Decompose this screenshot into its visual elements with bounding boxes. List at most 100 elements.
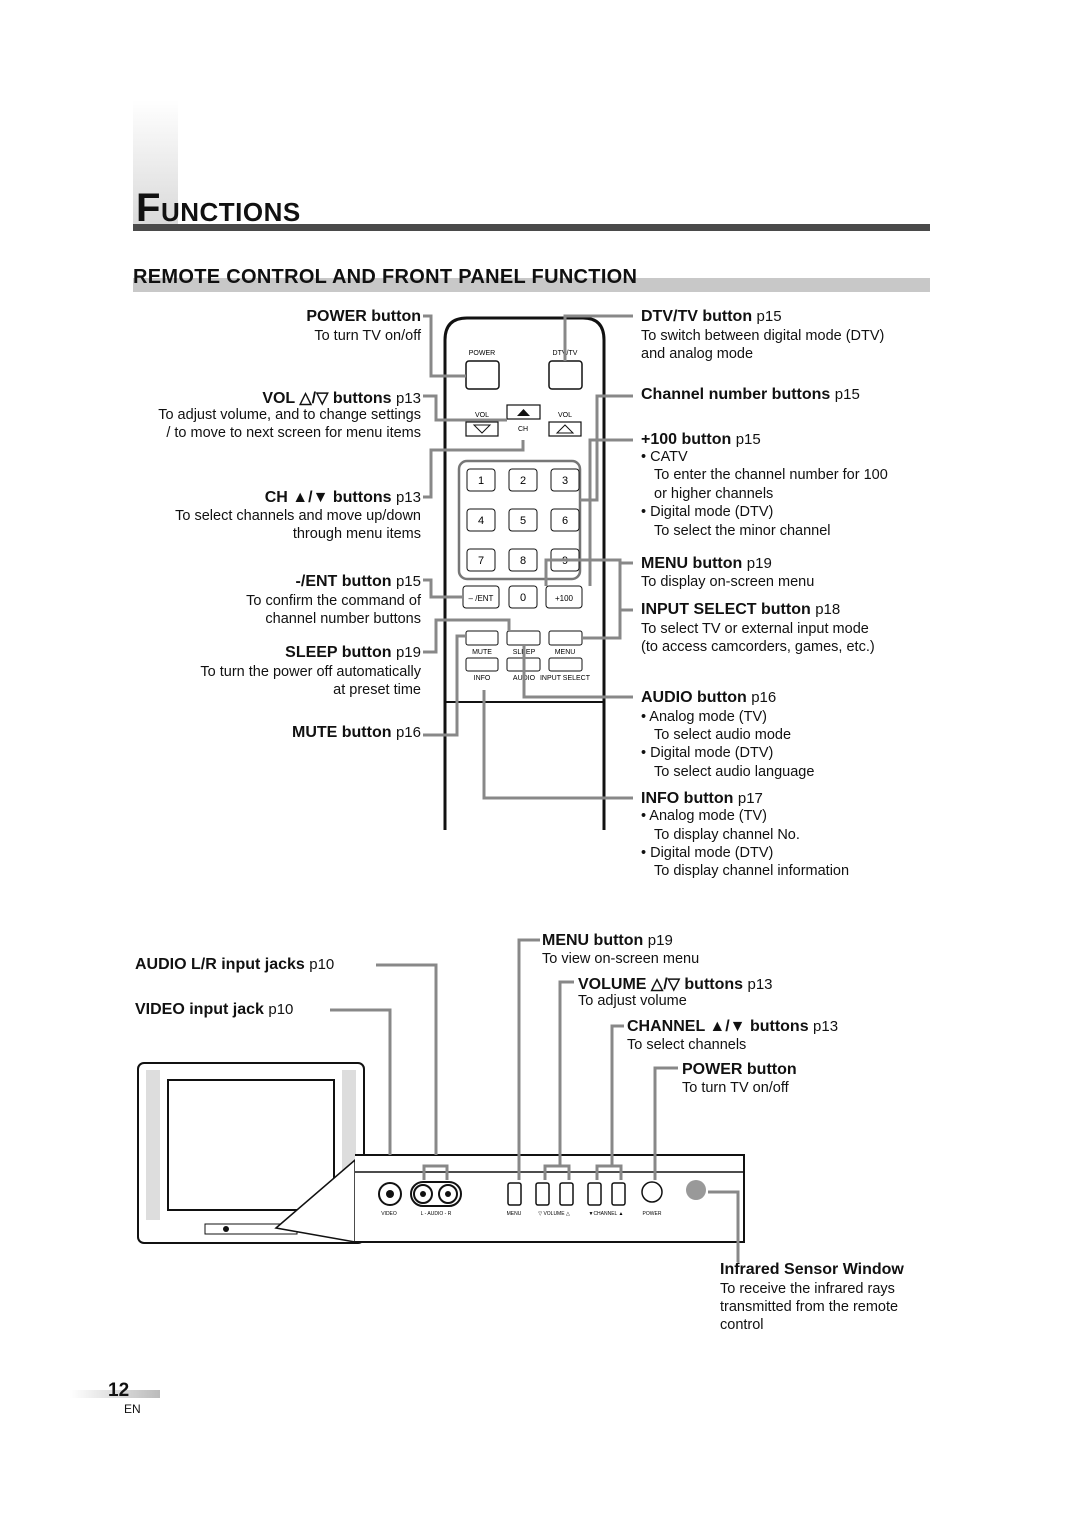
panel-power-desc: To turn TV on/off	[682, 1080, 789, 1096]
key-7: 7	[478, 555, 484, 567]
sleep-label: SLEEP button p19	[285, 644, 421, 661]
panel-vol-down-button	[535, 1182, 550, 1206]
ch-desc-1: To select channels and move up/down	[175, 508, 421, 524]
header-rule	[133, 224, 930, 231]
power-label: POWER button	[306, 308, 421, 325]
strip-audio-text: L - AUDIO - R	[421, 1211, 452, 1217]
panel-power-label: POWER button	[682, 1061, 797, 1078]
panel-power-button	[641, 1181, 663, 1203]
panel-menu-desc: To view on-screen menu	[542, 951, 700, 967]
panel-menu-button	[507, 1182, 522, 1206]
menu-label: MENU button p19	[641, 555, 772, 572]
page-title: FUNCTIONS	[136, 186, 301, 230]
audio-b2: • Digital mode (DTV)	[641, 745, 774, 761]
strip-power-text: POWER	[643, 1211, 662, 1217]
key-3: 3	[562, 475, 568, 487]
plus100-b2: • Digital mode (DTV)	[641, 504, 774, 520]
strip-volume-text: ▽ VOLUME △	[538, 1211, 570, 1217]
ent-label: -/ENT button p15	[295, 573, 421, 590]
key-0: 0	[520, 592, 526, 604]
panel-channel-label: CHANNEL ▲/▼ buttons p13	[627, 1018, 839, 1035]
ch-up-icon	[517, 409, 530, 416]
input-desc-1: To select TV or external input mode	[641, 621, 869, 637]
strip-channel-text: ▼CHANNEL ▲	[589, 1211, 624, 1217]
plus100-b2a: To select the minor channel	[654, 523, 831, 539]
ent-desc-2: channel number buttons	[265, 611, 421, 627]
key-2: 2	[520, 475, 526, 487]
chnum-label: Channel number buttons p15	[641, 386, 860, 403]
vol-desc-1: To adjust volume, and to change settings	[158, 407, 421, 423]
info-b1: • Analog mode (TV)	[641, 808, 767, 824]
dtvtv-desc-1: To switch between digital mode (DTV)	[641, 328, 885, 344]
tv-screen	[167, 1079, 335, 1211]
mute-label: MUTE button p16	[291, 724, 421, 741]
panel-vol-up-button	[559, 1182, 574, 1206]
menu-desc: To display on-screen menu	[641, 574, 815, 590]
ch-desc-2: through menu items	[292, 526, 421, 542]
plus100-b1a: To enter the channel number for 100	[654, 467, 888, 483]
page-language: EN	[124, 1402, 141, 1416]
panel-ch-up-button	[611, 1182, 626, 1206]
section-title: REMOTE CONTROL AND FRONT PANEL FUNCTION	[133, 266, 638, 288]
remote-menu-text: MENU	[555, 649, 576, 656]
remote-ch-text: CH	[518, 426, 528, 433]
header-shade	[133, 100, 178, 230]
remote-info-button	[465, 657, 499, 672]
audio-label: AUDIO button p16	[641, 689, 777, 706]
infrared-label: Infrared Sensor Window	[720, 1261, 904, 1278]
remote-vol-left-text: VOL	[475, 412, 489, 419]
sleep-desc-2: at preset time	[333, 682, 421, 698]
infrared-sensor	[686, 1180, 706, 1200]
ch-label: CH ▲/▼ buttons p13	[264, 489, 421, 506]
dtvtv-desc-2: and analog mode	[641, 346, 754, 362]
vol-desc-2: / to move to next screen for menu items	[166, 425, 421, 441]
sleep-desc-1: To turn the power off automatically	[200, 664, 421, 680]
strip-menu-text: MENU	[507, 1211, 522, 1217]
vol-up-icon	[555, 424, 575, 434]
key-6: 6	[562, 515, 568, 527]
audio-b2a: To select audio language	[654, 764, 815, 780]
panel-volume-label: VOLUME △/▽ buttons p13	[578, 976, 773, 993]
key-ent: – /ENT	[469, 594, 494, 603]
panel-volume-desc: To adjust volume	[578, 993, 687, 1009]
infrared-desc-2: transmitted from the remote	[720, 1299, 899, 1315]
tv-speaker-left	[146, 1070, 160, 1220]
key-8: 8	[520, 555, 526, 567]
plus100-label: +100 button p15	[641, 431, 761, 448]
audio-b1a: To select audio mode	[654, 727, 792, 743]
dtvtv-label: DTV/TV button p15	[641, 308, 782, 325]
panel-menu-label: MENU button p19	[542, 932, 673, 949]
key-4: 4	[478, 515, 484, 527]
video-jack-label: VIDEO input jack p10	[135, 1001, 294, 1018]
remote-power-text: POWER	[469, 350, 495, 357]
plus100-b1: • CATV	[641, 449, 688, 465]
remote-mute-text: MUTE	[472, 649, 492, 656]
info-b2a: To display channel information	[654, 863, 850, 879]
info-b2: • Digital mode (DTV)	[641, 845, 774, 861]
power-desc: To turn TV on/off	[314, 328, 421, 344]
audio-jacks-label: AUDIO L/R input jacks p10	[135, 956, 335, 973]
info-b1a: To display channel No.	[654, 827, 800, 843]
remote-vol-right-text: VOL	[558, 412, 572, 419]
key-1: 1	[478, 475, 484, 487]
info-label: INFO button p17	[641, 790, 763, 807]
ent-desc-1: To confirm the command of	[246, 593, 421, 609]
infrared-desc-3: control	[720, 1317, 764, 1333]
input-label: INPUT SELECT button p18	[641, 601, 841, 618]
infrared-desc-1: To receive the infrared rays	[720, 1281, 895, 1297]
plus100-b1b: or higher channels	[654, 486, 774, 502]
panel-ch-down-button	[587, 1182, 602, 1206]
input-desc-2: (to access camcorders, games, etc.)	[641, 639, 875, 655]
remote-mute-button	[465, 630, 499, 646]
page-number: 12	[108, 1380, 130, 1401]
panel-channel-desc: To select channels	[627, 1037, 747, 1053]
audio-b1: • Analog mode (TV)	[641, 709, 767, 725]
remote-input-text: INPUT SELECT	[540, 675, 591, 682]
remote-info-text: INFO	[474, 675, 491, 682]
key-plus100: +100	[555, 594, 574, 603]
vol-down-icon	[472, 424, 492, 434]
key-5: 5	[520, 515, 526, 527]
vol-label: VOL △/▽ buttons p13	[262, 390, 421, 407]
